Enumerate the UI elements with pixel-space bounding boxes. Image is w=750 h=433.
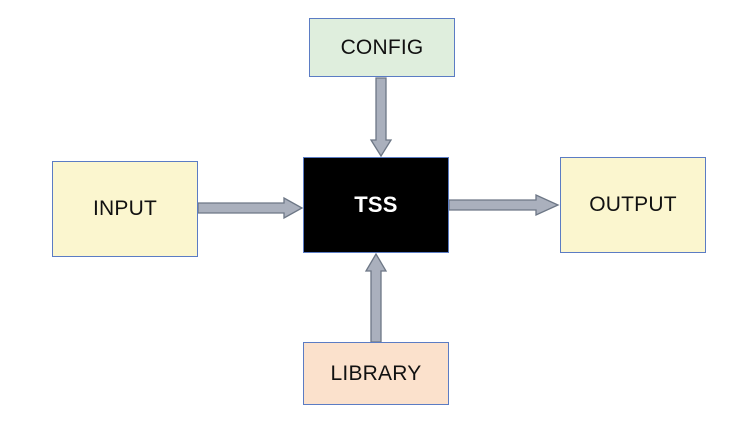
- input-box: INPUT: [52, 161, 198, 257]
- library-box: LIBRARY: [303, 342, 449, 405]
- tss-label: TSS: [354, 192, 398, 217]
- config-box: CONFIG: [309, 18, 455, 77]
- arrow-tss-to-output: [448, 193, 560, 217]
- tss-box: TSS: [303, 157, 449, 253]
- output-box: OUTPUT: [560, 157, 706, 253]
- arrow-input-to-tss: [197, 196, 304, 220]
- arrow-library-to-tss: [364, 252, 388, 343]
- library-label: LIBRARY: [330, 361, 422, 385]
- input-label: INPUT: [93, 197, 157, 220]
- output-label: OUTPUT: [589, 193, 677, 216]
- config-label: CONFIG: [340, 35, 424, 59]
- arrow-config-to-tss: [369, 77, 393, 158]
